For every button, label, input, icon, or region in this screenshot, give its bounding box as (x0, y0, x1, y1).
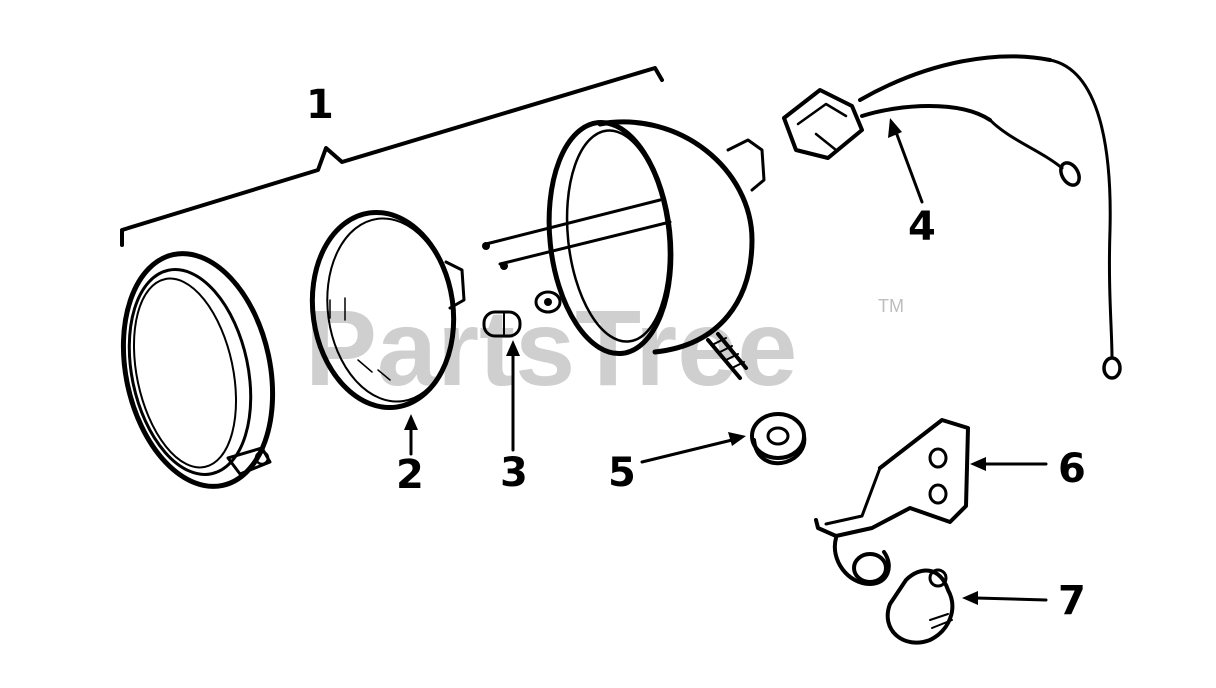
arrowhead-4 (888, 118, 902, 138)
watermark: PartsTree TM (305, 287, 904, 408)
callout-7: 7 (1058, 578, 1086, 624)
leader-4 (894, 130, 924, 204)
spacer (750, 412, 807, 466)
callout-6: 6 (1058, 446, 1086, 492)
arrowhead-5 (728, 432, 746, 446)
clamp (885, 568, 955, 645)
callout-5: 5 (608, 450, 636, 496)
sealed-beam-lamp (309, 209, 466, 411)
bulb (482, 310, 522, 338)
arrowhead-7 (962, 591, 978, 605)
arrowhead-2 (404, 414, 418, 430)
arrowhead-6 (970, 457, 986, 471)
bulb-socket (534, 290, 562, 314)
leader-arrows (404, 118, 1048, 605)
callout-1: 1 (306, 82, 334, 128)
group-bracket (120, 66, 664, 247)
bezel-ring (120, 251, 276, 489)
wire-leads (482, 198, 672, 270)
leader-5 (640, 438, 734, 464)
lamp-housing (546, 119, 766, 380)
arrowhead-3 (506, 340, 520, 356)
callout-4: 4 (908, 204, 936, 250)
leader-7 (974, 596, 1048, 602)
callout-2: 2 (396, 452, 424, 498)
mounting-bracket (814, 418, 970, 586)
callout-3: 3 (500, 450, 528, 496)
wiring-harness (782, 54, 1122, 380)
watermark-trademark: TM (878, 296, 904, 316)
watermark-text: PartsTree (305, 287, 797, 408)
